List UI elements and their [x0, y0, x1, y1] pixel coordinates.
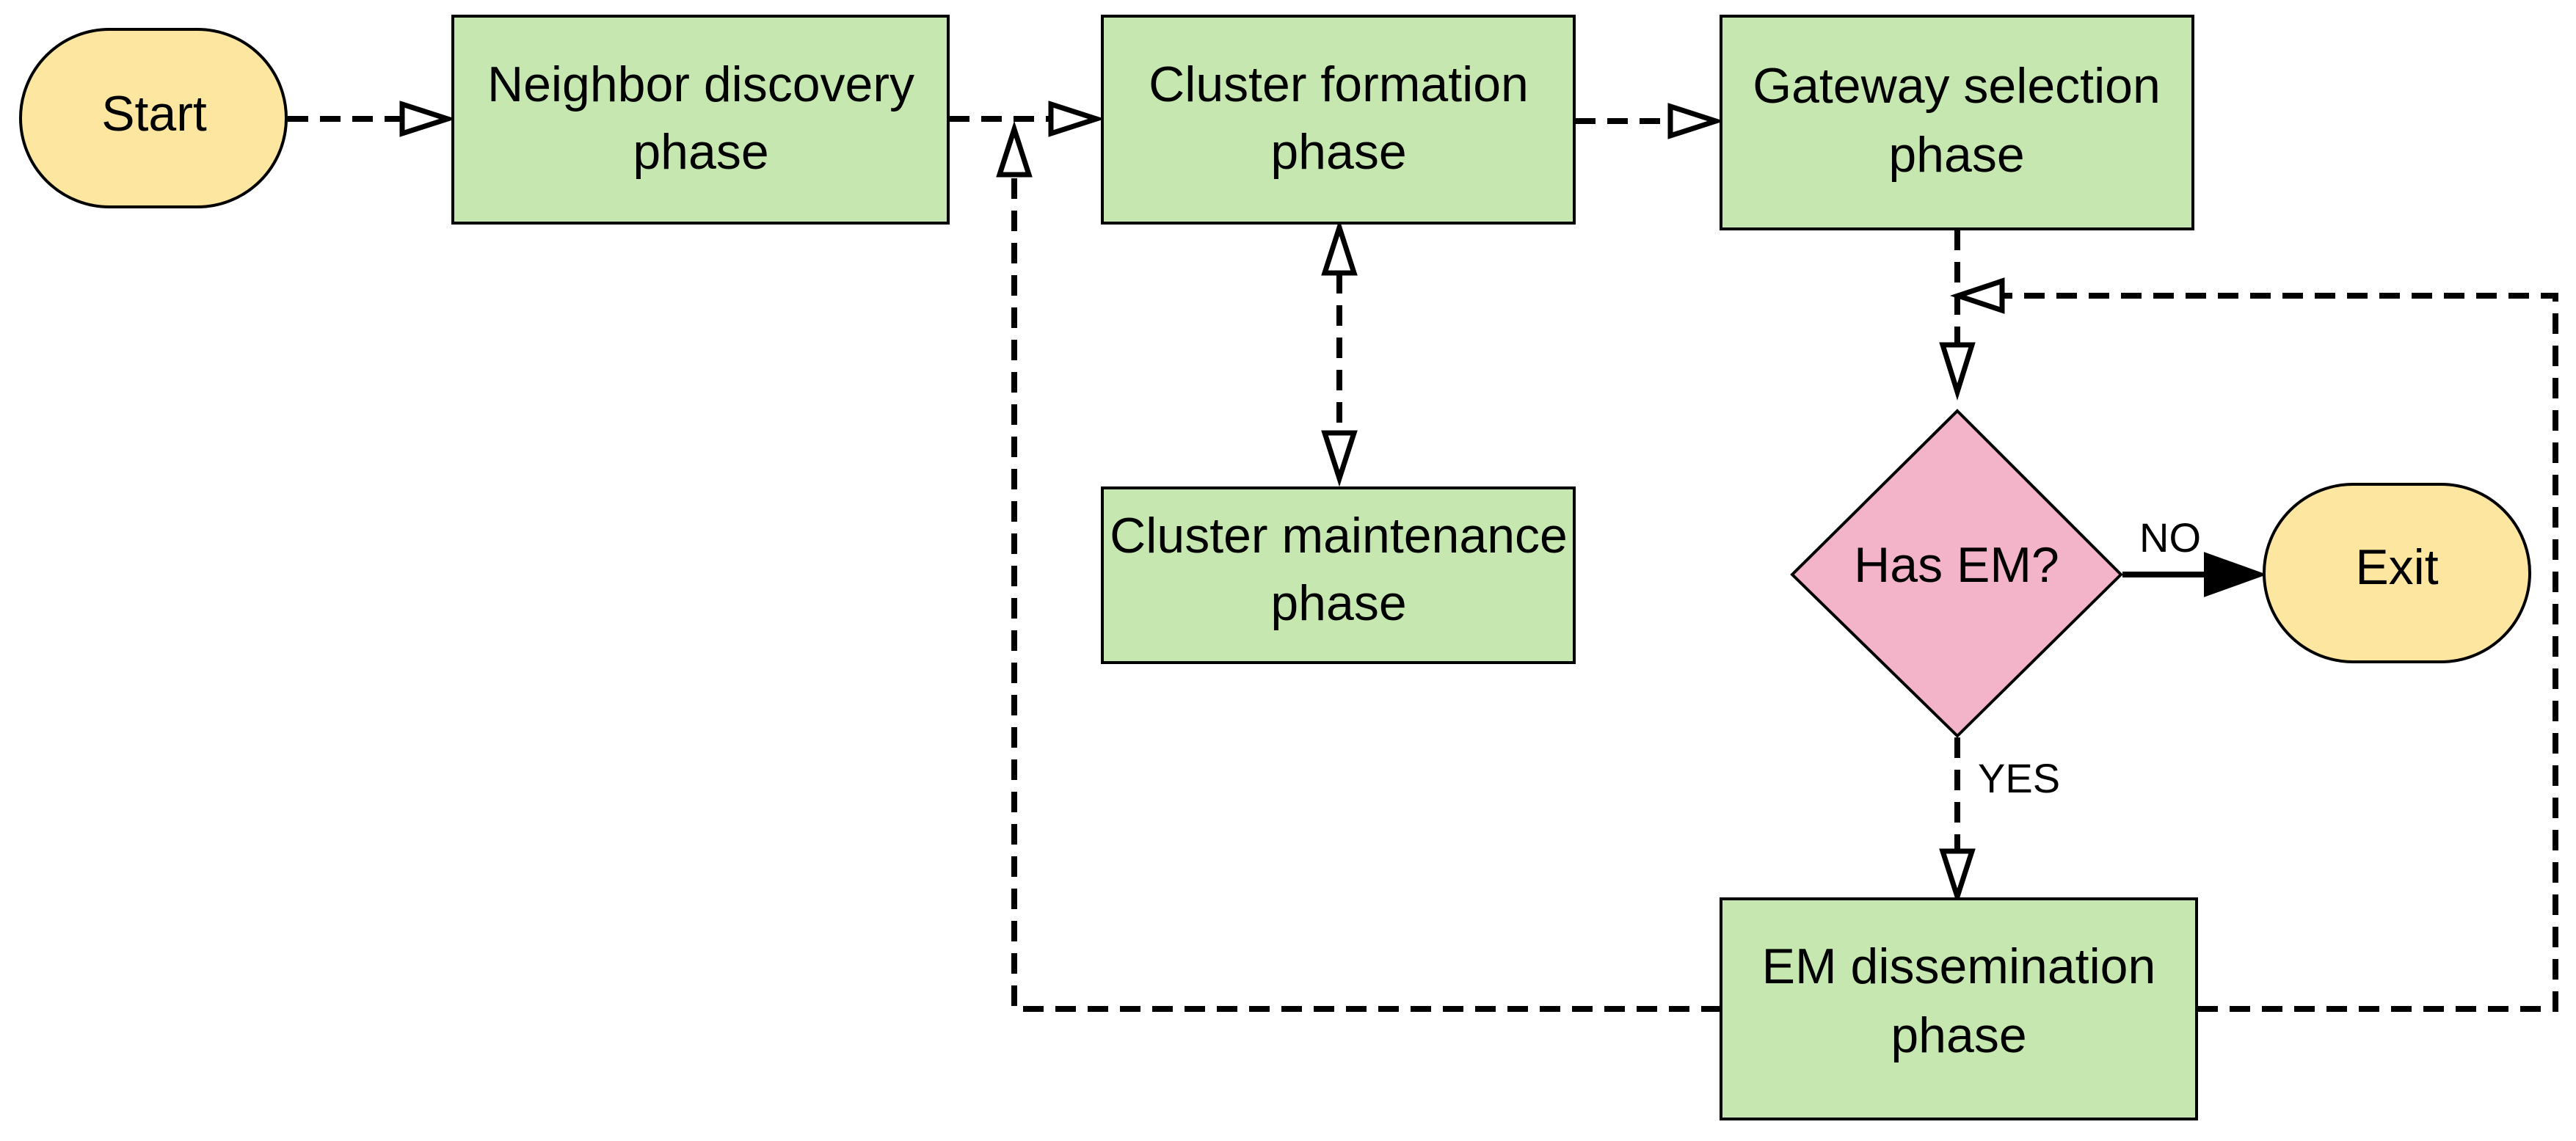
edge-decision-yes-to-em-dissemination	[1939, 737, 1976, 905]
cluster-formation-shape	[1101, 15, 1576, 225]
has-em-decision-node: Has EM?	[1790, 409, 2123, 738]
neighbor-discovery-shape	[451, 15, 950, 225]
has-em-decision-shape	[1790, 409, 2123, 738]
edge-em-dissemination-loop-to-decision	[1949, 277, 2558, 1012]
start-shape	[19, 28, 288, 208]
edge-decision-no-to-exit	[2122, 552, 2267, 597]
edge-label-yes: YES	[1978, 755, 2060, 801]
cluster-formation-label-line2: phase	[1270, 124, 1406, 180]
edge-em-dissemination-loop-to-cluster-formation	[996, 120, 1722, 1012]
neighbor-discovery-label-line1: Neighbor discovery	[487, 56, 914, 112]
edge-cluster-formation-maintenance-bidirectional	[1321, 219, 1358, 487]
start-node: Start	[19, 28, 288, 208]
exit-node: Exit	[2263, 483, 2531, 663]
cluster-formation-label-line1: Cluster formation	[1149, 56, 1529, 112]
gateway-selection-node: Gateway selection phase	[1720, 15, 2194, 230]
exit-shape	[2263, 483, 2531, 663]
cluster-maintenance-node: Cluster maintenance phase	[1101, 486, 1576, 664]
exit-label: Exit	[2355, 539, 2438, 595]
cluster-maintenance-shape	[1101, 486, 1576, 664]
gateway-selection-shape	[1720, 15, 2194, 230]
edge-label-no: NO	[2139, 514, 2201, 561]
gateway-selection-label-line1: Gateway selection	[1753, 58, 2161, 114]
cluster-maintenance-label-line2: phase	[1270, 575, 1406, 631]
em-dissemination-label-line2: phase	[1891, 1007, 2026, 1063]
em-dissemination-label-line1: EM dissemination	[1762, 938, 2156, 994]
start-label: Start	[101, 86, 207, 142]
edge-start-to-neighbor-discovery	[288, 101, 456, 137]
edge-cluster-formation-to-gateway-selection	[1575, 103, 1725, 139]
cluster-maintenance-label-line1: Cluster maintenance	[1110, 508, 1568, 564]
has-em-decision-label: Has EM?	[1854, 537, 2059, 593]
edge-neighbor-discovery-to-cluster-formation	[949, 101, 1105, 137]
edge-gateway-selection-to-decision	[1939, 230, 1976, 401]
em-dissemination-shape	[1720, 897, 2198, 1120]
cluster-formation-node: Cluster formation phase	[1101, 15, 1576, 225]
neighbor-discovery-label-line2: phase	[633, 124, 768, 180]
em-dissemination-node: EM dissemination phase	[1720, 897, 2198, 1120]
gateway-selection-label-line2: phase	[1888, 127, 2024, 183]
neighbor-discovery-node: Neighbor discovery phase	[451, 15, 950, 225]
